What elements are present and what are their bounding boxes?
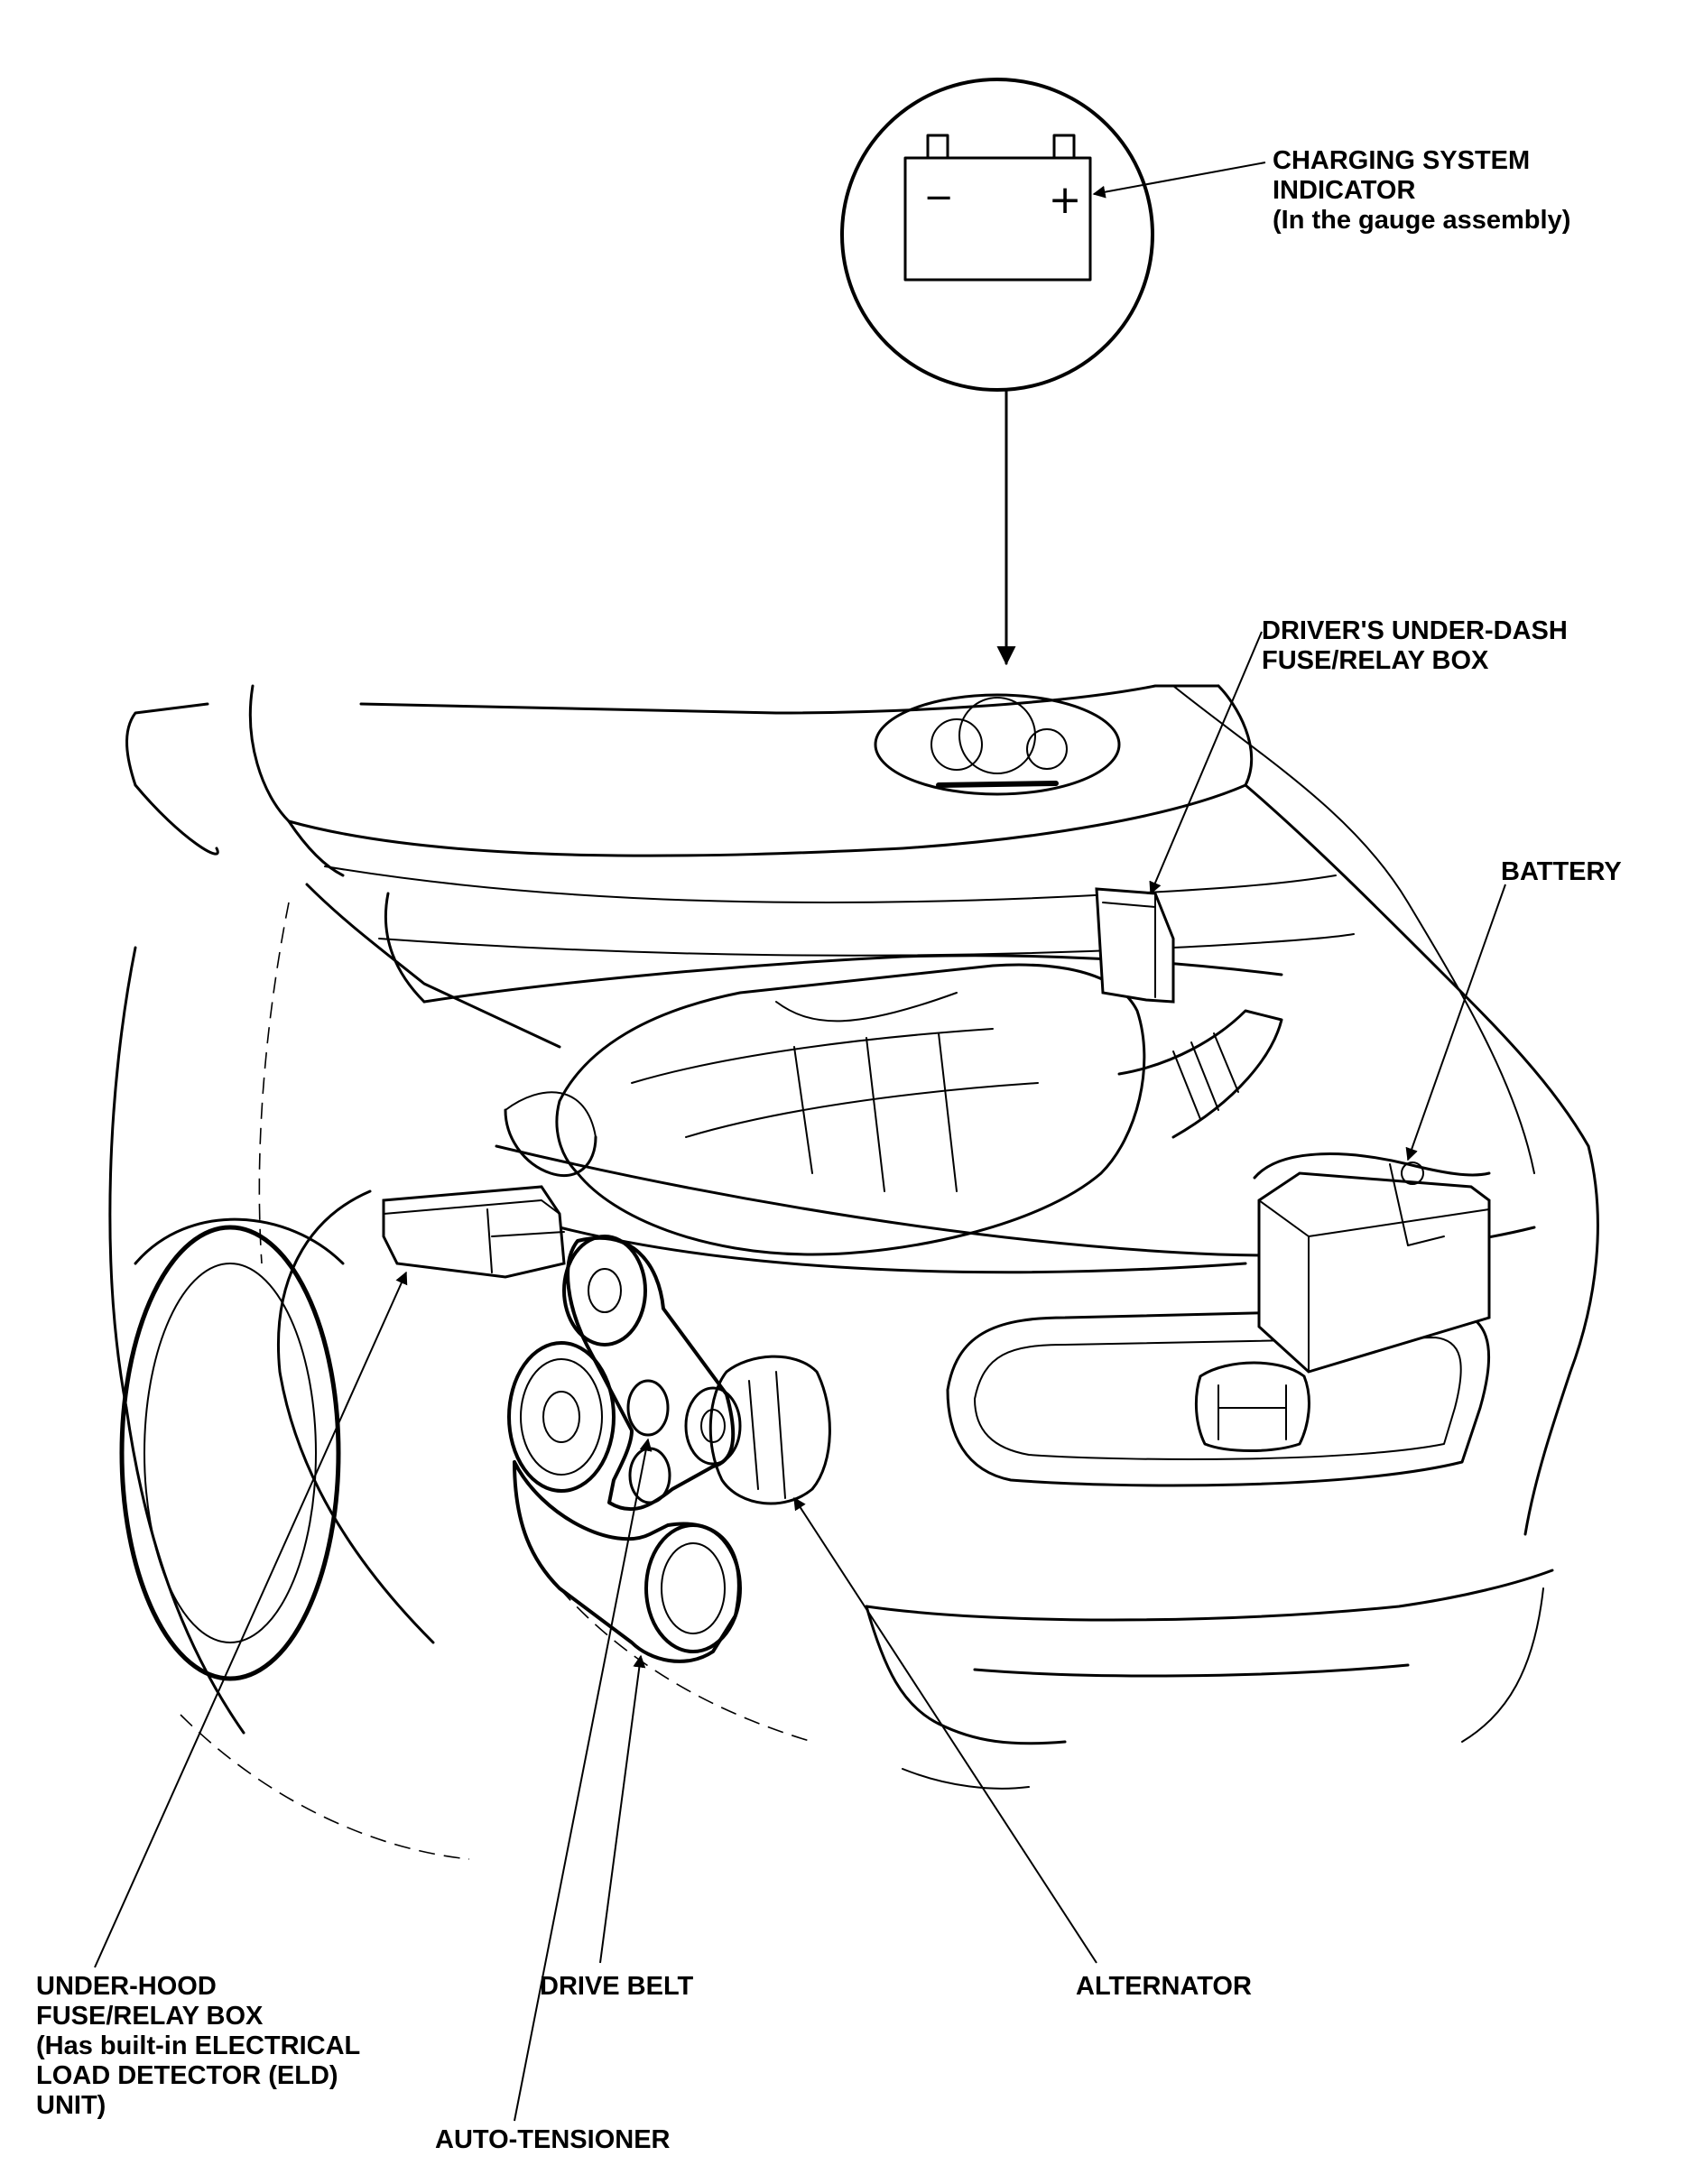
gauge-assembly bbox=[874, 693, 1121, 796]
battery-label: BATTERY bbox=[1501, 857, 1622, 887]
label-line: FUSE/RELAY BOX bbox=[36, 2002, 264, 2031]
label-line: FUSE/RELAY BOX bbox=[1262, 646, 1489, 675]
negative-terminal-symbol: − bbox=[923, 177, 954, 218]
drive-belt-label: DRIVE BELT bbox=[540, 1972, 693, 2002]
battery-warning-icon: − + bbox=[903, 134, 1092, 282]
alternator-label: ALTERNATOR bbox=[1076, 1972, 1252, 2002]
battery-component bbox=[1253, 1152, 1491, 1374]
open-hood-outline bbox=[125, 684, 1254, 877]
air-intake-duct bbox=[1117, 1009, 1283, 1139]
label-line: BATTERY bbox=[1501, 857, 1622, 886]
belt-drive-assembly bbox=[507, 1235, 831, 1663]
label-line: (Has built-in ELECTRICAL bbox=[36, 2031, 361, 2060]
alternator-leader bbox=[793, 1496, 1097, 1964]
label-line: UNDER-HOOD bbox=[36, 1972, 217, 2001]
positive-terminal-symbol: + bbox=[1049, 177, 1082, 223]
under-hood-fuse-relay-box-label: UNDER-HOOD FUSE/RELAY BOX (Has built-in … bbox=[36, 1972, 360, 2121]
label-line: DRIVER'S UNDER-DASH bbox=[1262, 616, 1568, 645]
front-left-wheel bbox=[119, 1217, 345, 1681]
alternator-component bbox=[684, 1355, 831, 1505]
battery-leader bbox=[1405, 884, 1506, 1161]
drivers-under-dash-fuse-relay-box-label: DRIVER'S UNDER-DASH FUSE/RELAY BOX bbox=[1262, 616, 1568, 676]
charging-system-indicator-label: CHARGING SYSTEM INDICATOR (In the gauge … bbox=[1273, 146, 1570, 236]
drive-belt bbox=[566, 1235, 736, 1512]
label-line: AUTO-TENSIONER bbox=[435, 2125, 671, 2154]
vehicle-body-outline bbox=[108, 685, 1599, 1860]
label-line: UNIT) bbox=[36, 2091, 106, 2120]
under-hood-fuse-box-leader bbox=[94, 1271, 408, 1968]
label-line: LOAD DETECTOR (ELD) bbox=[36, 2061, 338, 2090]
auto-tensioner-label: AUTO-TENSIONER bbox=[435, 2125, 670, 2155]
auto-tensioner-leader bbox=[514, 1438, 653, 2122]
charging-indicator-leader bbox=[1092, 162, 1266, 199]
under-dash-fuse-box-leader bbox=[1149, 631, 1263, 895]
charging-indicator-detail-circle: − + bbox=[840, 78, 1154, 392]
drivers-under-dash-fuse-relay-box bbox=[1095, 887, 1175, 1004]
label-line: INDICATOR bbox=[1273, 176, 1416, 205]
label-line: DRIVE BELT bbox=[540, 1972, 694, 2001]
engine-cover bbox=[555, 963, 1146, 1256]
under-hood-fuse-relay-box bbox=[382, 1185, 566, 1279]
label-line: ALTERNATOR bbox=[1076, 1972, 1252, 2001]
drive-belt-leader bbox=[599, 1654, 646, 1964]
tensioner-pulley bbox=[626, 1379, 670, 1437]
upper-pulley bbox=[562, 1235, 647, 1346]
label-line: (In the gauge assembly) bbox=[1273, 206, 1571, 235]
crankshaft-pulley bbox=[507, 1341, 616, 1493]
label-line: CHARGING SYSTEM bbox=[1273, 146, 1531, 175]
brand-emblem bbox=[1195, 1361, 1310, 1452]
